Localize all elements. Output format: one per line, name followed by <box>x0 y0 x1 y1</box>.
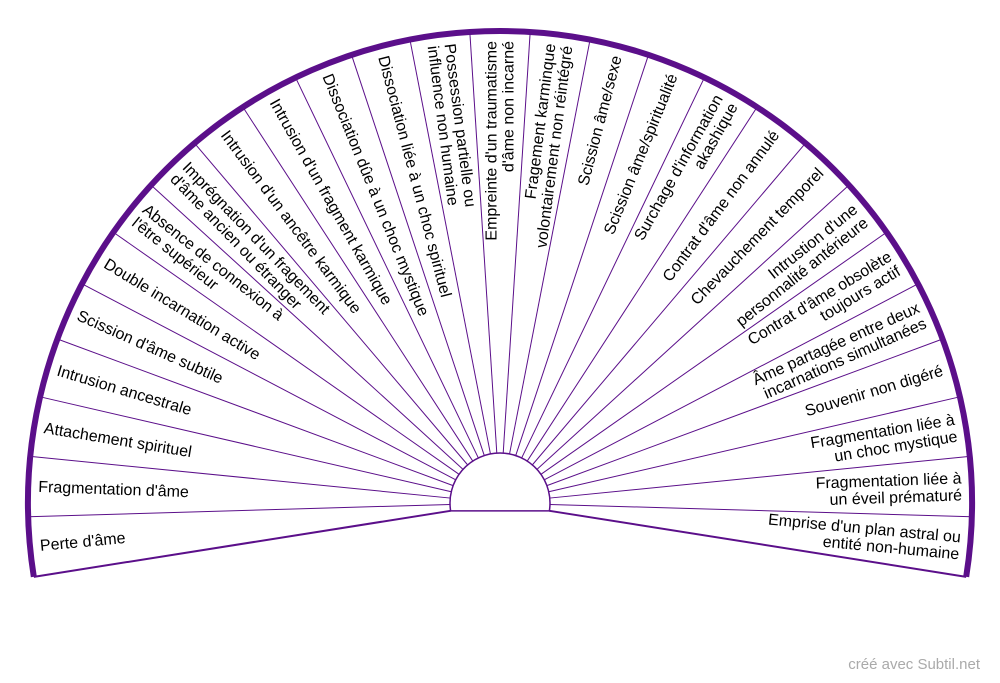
segment-divider <box>549 509 967 578</box>
segment-label: Attachement spirituel <box>43 420 193 461</box>
segment-dividers <box>28 31 972 578</box>
segment-divider <box>194 142 469 466</box>
segment-divider <box>28 503 451 518</box>
outer-arc <box>25 28 975 578</box>
segment-label: Possession partielle ouinfluence non hum… <box>424 43 479 211</box>
segment-label: Fragmentation d'âme <box>38 479 189 501</box>
segment-divider <box>33 509 451 578</box>
segment-divider <box>546 338 943 487</box>
segment-divider <box>150 184 464 470</box>
segment-divider <box>295 77 479 459</box>
segment-label: Empreinte d'un traumatismed'âme non inca… <box>484 41 518 241</box>
segment-divider <box>469 31 498 454</box>
segment-divider <box>242 106 474 462</box>
center-hub-arc <box>449 452 551 512</box>
segment-label: Fragmentation liée àun éveil prématuré <box>815 470 962 509</box>
segment-divider <box>515 54 649 456</box>
segment-divider <box>81 283 456 481</box>
segment-divider <box>531 142 806 466</box>
segment-divider <box>39 396 452 493</box>
segment-divider <box>549 455 970 499</box>
segment-label: Intrusion ancestrale <box>55 363 194 419</box>
segment-label: Perte d'âme <box>39 530 126 555</box>
segment-divider <box>113 231 460 475</box>
credit-text: créé avec Subtil.net <box>848 656 980 673</box>
segment-divider <box>502 31 531 454</box>
segment-divider <box>57 338 454 487</box>
segment-divider <box>526 106 758 462</box>
segment-divider <box>509 39 591 455</box>
segment-label: Fragement karminquevolontairement non ré… <box>517 43 577 249</box>
segment-divider <box>544 283 919 481</box>
segment-label: Fragmentation liée àun choc mystique <box>809 412 959 469</box>
segment-divider <box>409 39 491 455</box>
segment-divider <box>549 503 972 518</box>
segment-divider <box>351 54 485 456</box>
segment-divider <box>521 77 705 459</box>
segment-divider <box>536 184 850 470</box>
segment-divider <box>540 231 887 475</box>
segment-divider <box>30 455 451 499</box>
segment-label: Emprise d'un plan astral ouentité non-hu… <box>766 512 962 564</box>
segment-divider <box>548 396 961 493</box>
